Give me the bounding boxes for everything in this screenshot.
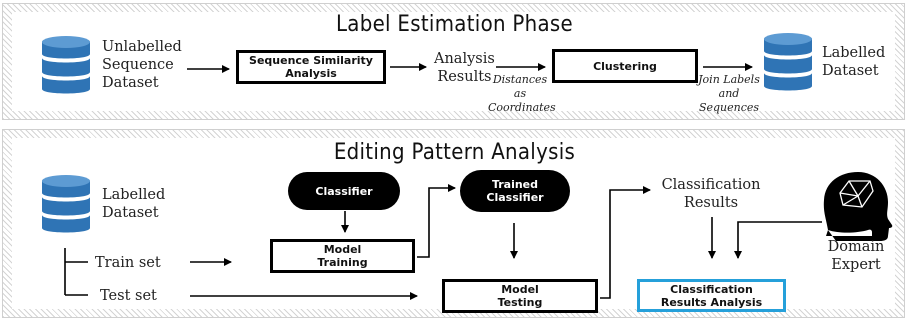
unlabelled-line-3: Dataset <box>102 75 159 91</box>
test-set-label: Test set <box>100 288 157 304</box>
cra-line-1: Classification <box>670 282 753 296</box>
distances-line-1: Distances <box>492 73 548 86</box>
editing-pattern-title: Editing Pattern Analysis <box>333 140 576 165</box>
domain-expert-head-icon <box>823 172 893 241</box>
classification-results-analysis-box: Classification Results Analysis <box>637 279 786 312</box>
model-testing-box: Model Testing <box>442 279 598 313</box>
label-estimation-panel <box>2 3 905 120</box>
trained-line-1: Trained <box>491 178 539 191</box>
distances-annotation: Distances as Coordinates <box>488 73 556 115</box>
sequence-similarity-box: Sequence Similarity Analysis <box>236 50 386 84</box>
database-icon <box>42 36 90 94</box>
label-estimation-title: Label Estimation Phase <box>335 12 574 37</box>
analysis-results-label: Analysis Results <box>434 50 495 86</box>
labelled-dataset-label: Labelled Dataset <box>822 44 885 80</box>
train-set-label: Train set <box>95 255 161 271</box>
class-results-line-2: Results <box>683 195 739 211</box>
arrow-testing-to-results <box>600 186 651 299</box>
domain-expert-line-1: Domain <box>827 239 885 255</box>
clustering-box: Clustering <box>552 49 698 83</box>
labelled-dataset-label-2: Labelled Dataset <box>102 186 165 222</box>
unlabelled-dataset-label: Unlabelled Sequence Dataset <box>102 38 182 92</box>
labelled-line-2: Dataset <box>822 63 879 79</box>
distances-line-3: Coordinates <box>488 101 556 114</box>
clustering-label: Clustering <box>593 59 657 73</box>
classifier-node: Classifier <box>288 172 400 210</box>
seq-sim-line-2: Analysis <box>285 67 337 80</box>
model-training-line-2: Training <box>317 256 368 269</box>
analysis-line-1: Analysis <box>434 51 495 67</box>
trained-line-2: Classifier <box>486 191 544 204</box>
distances-line-2: as <box>513 87 527 100</box>
classification-results-label: Classification Results <box>656 176 766 212</box>
labelled2-line-1: Labelled <box>102 187 166 203</box>
domain-expert-label: Domain Expert <box>826 238 886 274</box>
database-icon <box>764 33 812 91</box>
join-line-3: Sequences <box>698 101 760 114</box>
database-icon <box>42 175 90 233</box>
unlabelled-line-2: Sequence <box>102 57 174 73</box>
join-line-2: and <box>718 87 740 100</box>
trained-classifier-node: Trained Classifier <box>460 170 570 212</box>
classifier-label: Classifier <box>315 184 373 198</box>
join-line-1: Join Labels <box>698 73 760 86</box>
analysis-line-2: Results <box>437 69 492 85</box>
unlabelled-line-1: Unlabelled <box>102 39 182 55</box>
model-training-line-1: Model <box>323 243 362 256</box>
cra-line-2: Results Analysis <box>660 295 763 309</box>
arrow-training-to-trained <box>417 184 456 258</box>
arrow-expert-to-analysis <box>734 221 822 259</box>
model-training-box: Model Training <box>270 239 415 273</box>
label-estimation-panel-body <box>12 12 895 111</box>
model-testing-line-2: Testing <box>497 296 543 309</box>
model-testing-line-1: Model <box>501 283 539 296</box>
labelled-line-1: Labelled <box>822 45 886 61</box>
seq-sim-line-1: Sequence Similarity <box>249 54 373 67</box>
class-results-line-1: Classification <box>661 177 761 193</box>
labelled2-line-2: Dataset <box>102 205 159 221</box>
domain-expert-line-2: Expert <box>831 257 881 273</box>
join-labels-annotation: Join Labels and Sequences <box>696 73 762 115</box>
